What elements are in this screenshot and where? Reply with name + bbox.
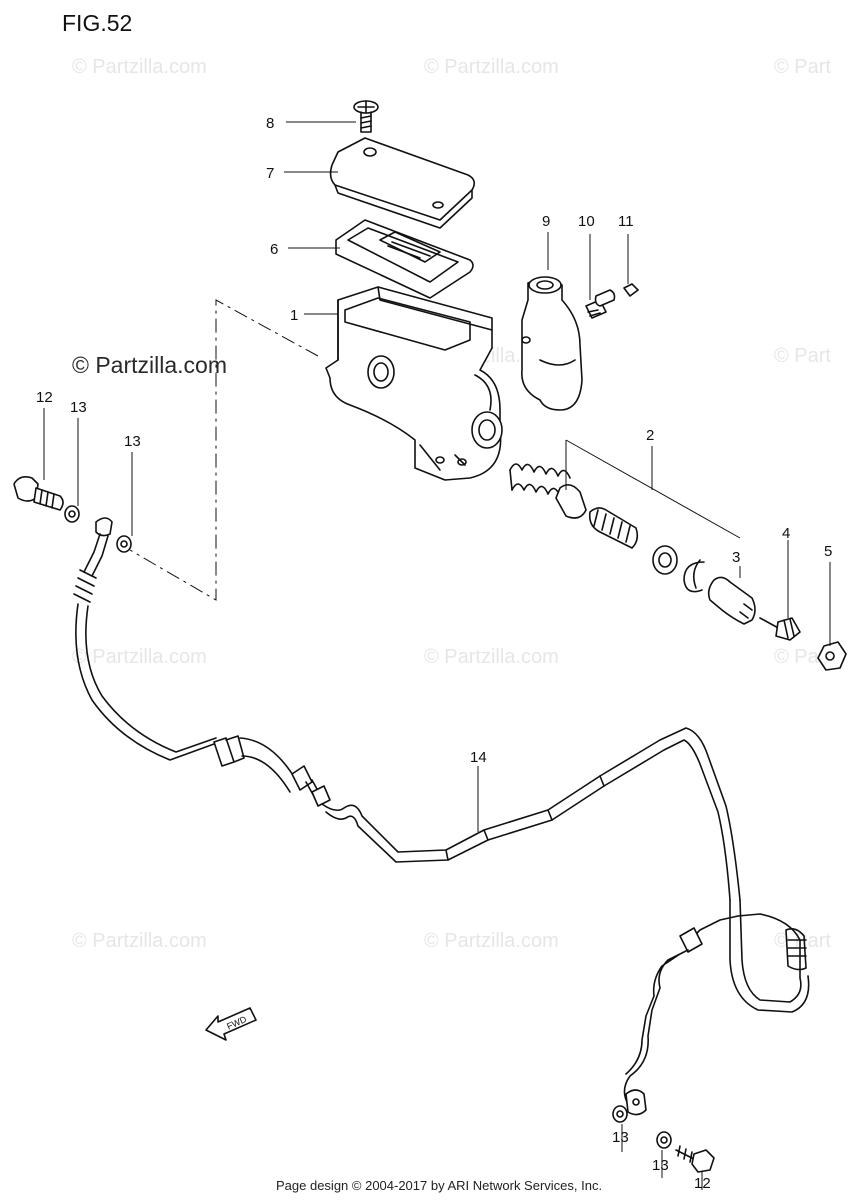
lever-bracket-part (521, 276, 583, 411)
watermark: © Part (774, 646, 831, 668)
push-rod-part (759, 617, 801, 641)
alignment-line (129, 299, 319, 601)
banjo-bolt-part (675, 1145, 715, 1173)
callout-13: 13 (124, 433, 141, 450)
reservoir-cap-part (329, 137, 476, 229)
callout-10: 10 (578, 213, 595, 230)
leader-lines (43, 121, 831, 1190)
watermark: © Partzilla.com (72, 646, 207, 668)
diaphragm-part (335, 219, 474, 299)
piston-set-part (509, 463, 705, 593)
callout-13: 13 (652, 1157, 669, 1174)
callout-2: 2 (646, 427, 654, 444)
watermark: © Part (774, 56, 831, 78)
callout-12: 12 (694, 1175, 711, 1192)
watermark: © Partzilla.com (72, 930, 207, 952)
banjo-bolt-part (13, 476, 64, 511)
nut-part (623, 283, 639, 297)
rod-nut-part (817, 641, 847, 671)
callout-14: 14 (470, 749, 487, 766)
callout-5: 5 (824, 543, 832, 560)
clutch-hose-part (73, 517, 810, 1116)
washer-part (656, 1131, 672, 1149)
callout-11: 11 (618, 213, 634, 230)
boot-part (707, 576, 756, 625)
page-footer: Page design © 2004-2017 by ARI Network S… (276, 1178, 603, 1193)
callout-13: 13 (612, 1129, 629, 1146)
callout-12: 12 (36, 389, 53, 406)
watermark: © Partzilla.com (72, 56, 207, 78)
watermark: © Part (774, 930, 831, 952)
watermark: © Partzilla.com (424, 930, 559, 952)
callout-3: 3 (732, 549, 740, 566)
figure-title: FIG.52 (62, 10, 133, 36)
watermark: © Part (774, 345, 831, 367)
washer-part (116, 535, 132, 553)
callout-8: 8 (266, 115, 274, 132)
washer-part (64, 505, 80, 523)
fwd-arrow-icon: FWD (205, 1007, 257, 1041)
callout-13: 13 (70, 399, 87, 416)
callout-1: 1 (290, 307, 298, 324)
watermark: © Partzilla.com (424, 56, 559, 78)
watermark-main: © Partzilla.com (72, 352, 227, 378)
callout-7: 7 (266, 165, 274, 182)
master-cylinder-body-part (325, 286, 503, 481)
callout-6: 6 (270, 241, 278, 258)
callout-4: 4 (782, 525, 790, 542)
pivot-bolt-part (585, 289, 616, 319)
washer-part (612, 1105, 628, 1123)
watermark: © Partzilla.com (424, 646, 559, 668)
screw-part (353, 100, 379, 133)
callout-9: 9 (542, 213, 550, 230)
